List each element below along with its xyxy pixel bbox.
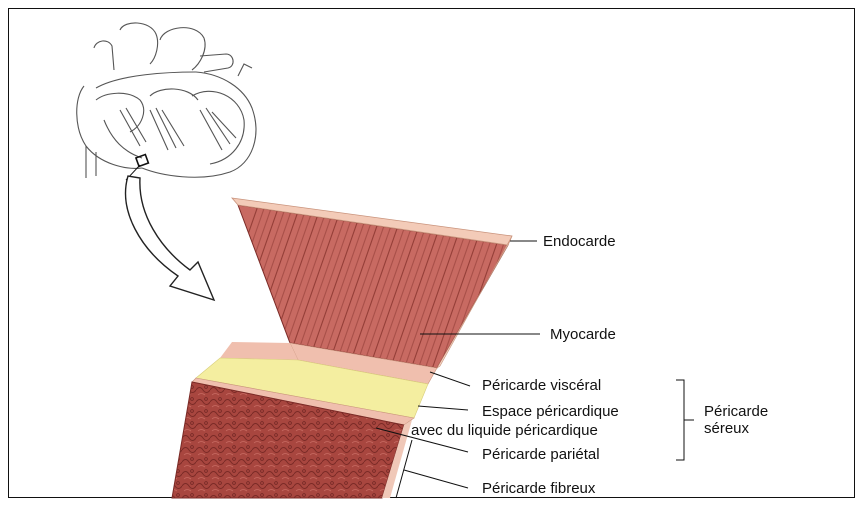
curved-arrow — [126, 176, 214, 300]
label-pericarde-visceral: Péricarde viscéral — [482, 377, 601, 395]
heart-illustration — [77, 23, 256, 178]
label-liquide-pericardique: avec du liquide péricardique — [411, 422, 598, 440]
label-pericarde-parietal: Péricarde pariétal — [482, 446, 600, 464]
label-endocarde: Endocarde — [543, 233, 616, 251]
label-pericarde-sereux-1: Péricarde — [704, 403, 768, 421]
muscle-fiber-stripe — [487, 200, 547, 372]
label-myocarde: Myocarde — [550, 326, 616, 344]
muscle-fiber-stripe — [494, 200, 554, 372]
muscle-fiber-stripe — [515, 200, 575, 372]
muscle-fiber-stripe — [508, 200, 568, 372]
label-pericarde-fibreux: Péricarde fibreux — [482, 480, 595, 498]
label-pericarde-sereux-2: séreux — [704, 420, 749, 438]
label-espace-pericardique: Espace péricardique — [482, 403, 619, 421]
muscle-fiber-stripe — [480, 200, 540, 372]
muscle-fiber-stripe — [501, 200, 561, 372]
